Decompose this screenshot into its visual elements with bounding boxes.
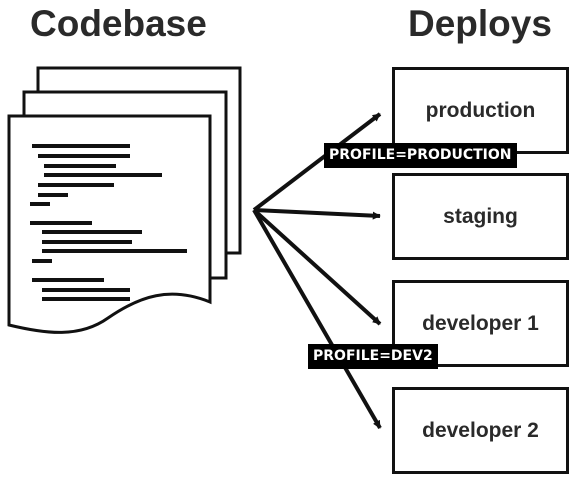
- deploy-box-production: production: [392, 67, 569, 154]
- deploy-label: developer 1: [422, 311, 539, 335]
- deploy-label: production: [425, 98, 536, 122]
- document-stack-icon: [7, 66, 242, 334]
- deploy-box-developer-2: developer 2: [392, 387, 569, 474]
- code-line: [42, 288, 130, 292]
- code-line: [42, 297, 130, 301]
- code-line: [38, 154, 130, 158]
- code-line: [32, 144, 130, 148]
- code-line: [32, 278, 104, 282]
- profile-tag-dev2: PROFILE=DEV2: [308, 344, 438, 369]
- code-line: [44, 173, 162, 177]
- deploy-label: developer 2: [422, 418, 539, 442]
- code-line: [32, 259, 52, 263]
- deploy-arrows: [252, 112, 382, 430]
- code-line: [44, 164, 116, 168]
- deploy-box-staging: staging: [392, 173, 569, 260]
- code-line: [38, 183, 114, 187]
- code-line: [30, 202, 50, 206]
- code-line: [38, 193, 68, 197]
- arrow-right-icon: [252, 208, 382, 430]
- profile-tag-production: PROFILE=PRODUCTION: [324, 143, 517, 168]
- arrow-right-icon: [252, 208, 382, 326]
- code-line: [42, 230, 142, 234]
- code-line: [42, 249, 187, 253]
- code-line: [42, 240, 132, 244]
- code-lines: [30, 144, 187, 301]
- arrow-right-icon: [253, 208, 381, 220]
- codebase-title: Codebase: [30, 3, 207, 44]
- arrow-right-icon: [252, 112, 382, 212]
- deploys-title: Deploys: [408, 3, 552, 44]
- deploy-label: staging: [443, 204, 518, 228]
- code-line: [30, 221, 92, 225]
